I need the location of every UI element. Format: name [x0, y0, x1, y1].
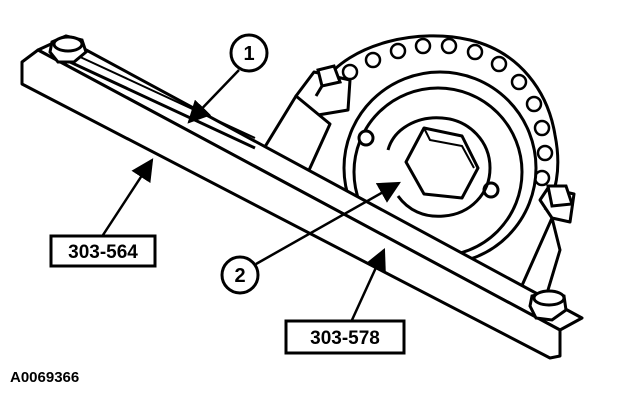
cap-bolt-right [546, 184, 575, 208]
tool-303-564-leader [101, 158, 154, 236]
callout-2-leader [255, 181, 401, 266]
callout-1-leader [187, 69, 240, 124]
callout-1-circle [229, 33, 269, 73]
callout-2-circle [220, 255, 260, 295]
callout-2-label: 2 [234, 265, 245, 287]
hex-bolt-icon [404, 126, 480, 200]
bar-bolt-right [528, 289, 568, 322]
tool-303-578-label: 303-578 [310, 328, 380, 349]
tool-303-578-leader [350, 247, 386, 321]
callout-1-label: 1 [243, 43, 254, 65]
tool-303-564-label: 303-564 [68, 242, 138, 263]
bar-bolt-left [48, 34, 88, 64]
figure-id: A0069366 [10, 369, 79, 386]
tool-303-578-box [284, 319, 406, 355]
cap-bolt-left [314, 64, 343, 97]
tool-303-564-box [49, 234, 157, 268]
